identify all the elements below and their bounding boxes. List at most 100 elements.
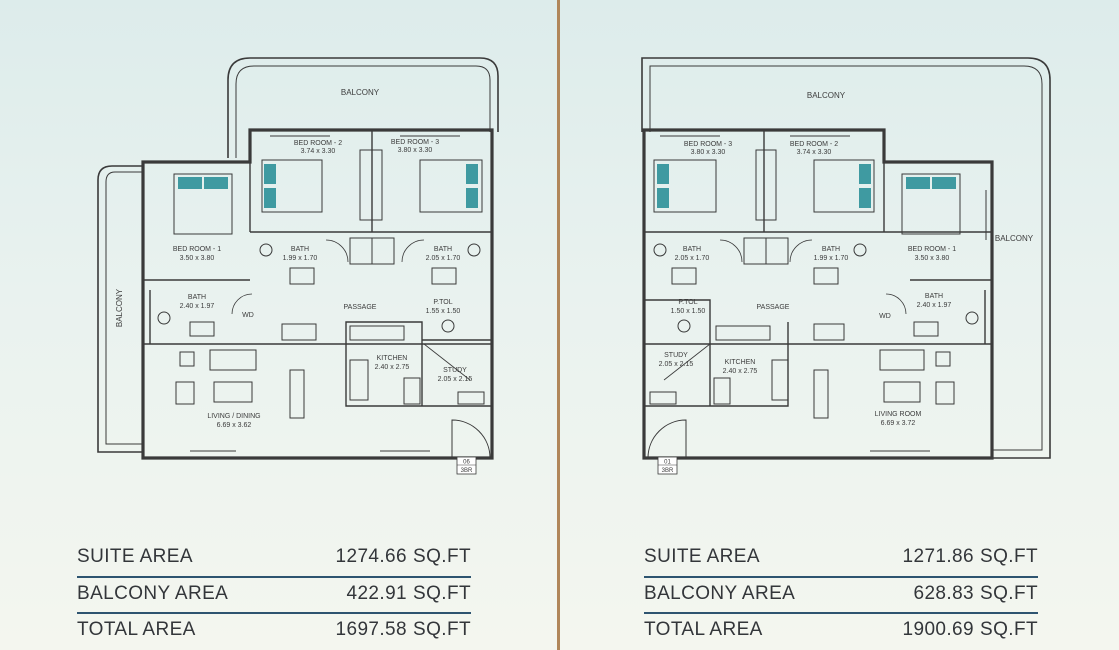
label-bed3: BED ROOM - 3 (391, 139, 439, 146)
study-door (423, 343, 471, 381)
label-study: STUDY (664, 352, 688, 359)
interior-walls (644, 130, 992, 407)
label-bath-b: BATH (822, 246, 840, 253)
vanity (189, 321, 215, 337)
label-living-dim: 6.69 x 3.62 (217, 422, 252, 429)
armchair (175, 381, 195, 405)
balcony-top-inner (235, 65, 491, 158)
area-label: SUITE AREA (644, 546, 760, 567)
area-label: BALCONY AREA (644, 583, 796, 604)
wardrobe (359, 149, 383, 221)
label-wd: WD (879, 313, 891, 320)
unit-number: 06 (463, 460, 470, 466)
balcony-side-outline (97, 165, 143, 453)
label-kitchen: KITCHEN (377, 355, 408, 362)
area-unit: SQ.FT (413, 583, 471, 604)
dining-table (213, 381, 253, 403)
area-unit: SQ.FT (413, 546, 471, 567)
panel-divider (557, 0, 560, 650)
unit-number: 01 (664, 460, 671, 466)
label-balcony-top: BALCONY (807, 91, 846, 100)
kitchen-counter (349, 359, 369, 401)
area-row-total: TOTAL AREA 1900.69 SQ.FT (644, 611, 1040, 647)
area-divider (77, 612, 471, 614)
floor-plan-panel-1: BALCONY BALCONY BED ROOM - 2 3.74 x 3.30… (0, 0, 559, 650)
label-bed2-dim: 3.74 x 3.30 (301, 148, 336, 155)
sofa-side (813, 369, 829, 419)
area-label: TOTAL AREA (77, 619, 196, 640)
floor-plan-1: BALCONY BALCONY BED ROOM - 2 3.74 x 3.30… (97, 57, 499, 475)
unit-tag: 06 3BR (456, 456, 477, 475)
label-bath-b: BATH (434, 246, 452, 253)
side-table (179, 351, 195, 367)
label-bed1-dim: 3.50 x 3.80 (180, 255, 215, 262)
label-bed1: BED ROOM - 1 (908, 246, 956, 253)
label-bath-c-dim: 2.40 x 1.97 (917, 302, 952, 309)
label-bed1: BED ROOM - 1 (173, 246, 221, 253)
label-bath-a: BATH (291, 246, 309, 253)
balcony-outline (641, 57, 1051, 459)
bed-room-2-bed (261, 159, 323, 213)
study-closet (649, 391, 677, 405)
label-kitchen-dim: 2.40 x 2.75 (723, 368, 758, 375)
label-bath-a-dim: 2.05 x 1.70 (675, 255, 710, 262)
area-row-suite: SUITE AREA 1274.66 SQ.FT (77, 538, 473, 574)
balcony-top-outline (227, 57, 499, 158)
area-value: 1697.58 (335, 619, 407, 640)
shaft (349, 237, 373, 265)
unit-type: 3BR (662, 468, 674, 474)
label-bath-a-dim: 1.99 x 1.70 (283, 255, 318, 262)
label-living-dim: 6.69 x 3.72 (881, 420, 916, 427)
sofa-side (289, 369, 305, 419)
bed-room-3-bed (419, 159, 483, 213)
toilet (441, 319, 455, 333)
study-closet (457, 391, 485, 405)
door-swing (719, 239, 743, 263)
fridge (403, 377, 421, 405)
kitchen-counter (715, 325, 771, 341)
label-bed3-dim: 3.80 x 3.30 (398, 147, 433, 154)
label-ptoil: P.TOL (678, 299, 697, 306)
label-study-dim: 2.05 x 2.15 (438, 376, 473, 383)
fridge (713, 377, 731, 405)
area-value: 628.83 (913, 583, 974, 604)
label-bath-c: BATH (925, 293, 943, 300)
label-bath-c: BATH (188, 294, 206, 301)
label-ptoil-dim: 1.55 x 1.50 (426, 308, 461, 315)
washer-dryer (281, 323, 317, 341)
balcony-side-inner (105, 171, 143, 445)
area-value: 1274.66 (335, 546, 407, 567)
area-unit: SQ.FT (413, 619, 471, 640)
label-bath-b-dim: 1.99 x 1.70 (814, 255, 849, 262)
area-row-suite: SUITE AREA 1271.86 SQ.FT (644, 538, 1040, 574)
label-bed2-dim: 3.74 x 3.30 (797, 149, 832, 156)
label-passage: PASSAGE (344, 304, 377, 311)
area-row-balcony: BALCONY AREA 422.91 SQ.FT (77, 575, 473, 611)
label-balcony-top: BALCONY (341, 88, 380, 97)
vanity (671, 267, 697, 285)
balcony-inner (649, 65, 1043, 451)
toilet (677, 319, 691, 333)
toilet (653, 243, 667, 257)
entry-door (451, 419, 491, 459)
label-bath-a: BATH (683, 246, 701, 253)
area-value: 1900.69 (902, 619, 974, 640)
door-swing (401, 239, 425, 263)
toilet (853, 243, 867, 257)
area-value: 422.91 (346, 583, 407, 604)
sofa (879, 349, 925, 371)
interior-walls (143, 130, 492, 407)
bed-room-3-bed (653, 159, 717, 213)
area-unit: SQ.FT (980, 583, 1038, 604)
entry-door (647, 419, 687, 459)
label-bed2: BED ROOM - 2 (294, 140, 342, 147)
unit-tag: 01 3BR (657, 456, 678, 475)
toilet (965, 311, 979, 325)
label-passage: PASSAGE (757, 304, 790, 311)
bed-room-1-bed (901, 173, 961, 235)
unit-type: 3BR (461, 468, 473, 474)
area-label: BALCONY AREA (77, 583, 229, 604)
area-label: TOTAL AREA (644, 619, 763, 640)
shaft (765, 237, 789, 265)
label-bed2: BED ROOM - 2 (790, 141, 838, 148)
